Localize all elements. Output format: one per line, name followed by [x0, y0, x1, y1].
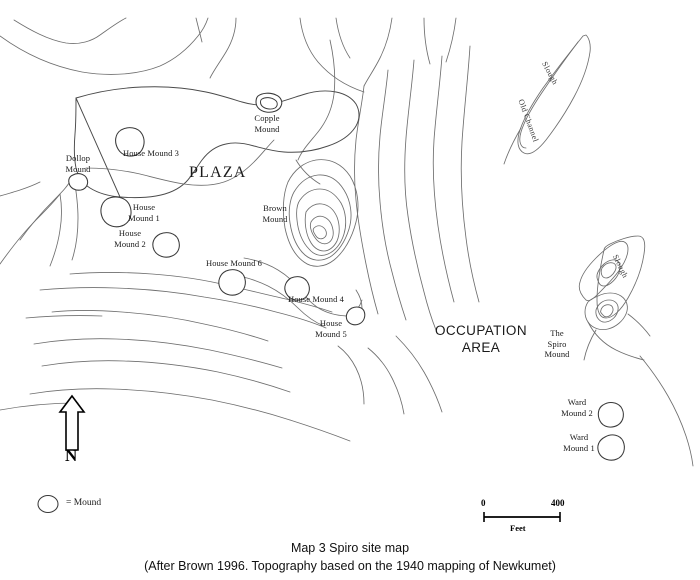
slough-northeast — [517, 34, 591, 155]
contour-plaza-terrace — [73, 86, 360, 199]
label-house-mound-3: House Mound 3 — [122, 148, 180, 158]
contour-group-north — [0, 17, 457, 93]
mound-shapes — [68, 92, 625, 461]
contour-plaza-inner — [85, 139, 275, 186]
scale-bar-graphic — [483, 512, 561, 522]
label-plaza-area: PLAZA — [189, 164, 247, 181]
house-mound-1-shape — [100, 196, 132, 228]
label-dollop-mound: Dollop Mound — [65, 153, 91, 174]
contour-group-east — [583, 329, 694, 467]
house-mound-4-shape — [284, 276, 310, 301]
label-spiro-mound: The Spiro Mound — [544, 328, 570, 359]
house-mound-2-shape — [152, 232, 180, 258]
house-mound-5-shape — [345, 306, 366, 326]
copple-mound-inner-ring — [260, 97, 278, 110]
house-mound-3-shape — [115, 127, 145, 157]
legend-label: = Mound — [66, 498, 102, 508]
contour-group-west — [0, 177, 79, 267]
label-house-mound-5: House Mound 5 — [315, 318, 347, 339]
scale-bar-max: 400 — [551, 498, 565, 508]
spiro-mound-contours — [578, 240, 651, 361]
label-brown-mound: Brown Mound — [262, 203, 288, 224]
label-house-mound-1: House Mound 1 — [128, 202, 160, 223]
scale-bar-min: 0 — [481, 498, 486, 508]
label-ward-mound-1: Ward Mound 1 — [563, 432, 595, 453]
label-occupation-area: OCCUPATION AREA — [434, 323, 527, 355]
map-caption-source: (After Brown 1996. Topography based on t… — [144, 559, 556, 573]
old-channel-line — [503, 127, 522, 165]
label-house-mound-4: House Mound 4 — [287, 294, 345, 304]
label-house-mound-2: House Mound 2 — [114, 228, 146, 249]
contour-group-central — [295, 39, 480, 331]
north-arrow — [58, 394, 86, 451]
label-ward-mound-2: Ward Mound 2 — [561, 397, 593, 418]
legend-mound-symbol — [37, 494, 59, 514]
map-caption-title: Map 3 Spiro site map — [290, 541, 410, 555]
ward-mound-2-shape — [597, 402, 624, 428]
label-house-mound-6: House Mound 6 — [205, 258, 263, 268]
label-copple-mound: Copple Mound — [254, 113, 280, 134]
ward-mound-1-shape — [597, 434, 625, 461]
dollop-mound-shape — [68, 173, 89, 191]
scale-bar-unit: Feet — [510, 523, 526, 533]
house-mound-6-shape — [218, 269, 246, 296]
brown-mound-contours — [282, 159, 359, 267]
slough-east — [596, 235, 646, 319]
north-arrow-letter: N — [65, 446, 78, 465]
